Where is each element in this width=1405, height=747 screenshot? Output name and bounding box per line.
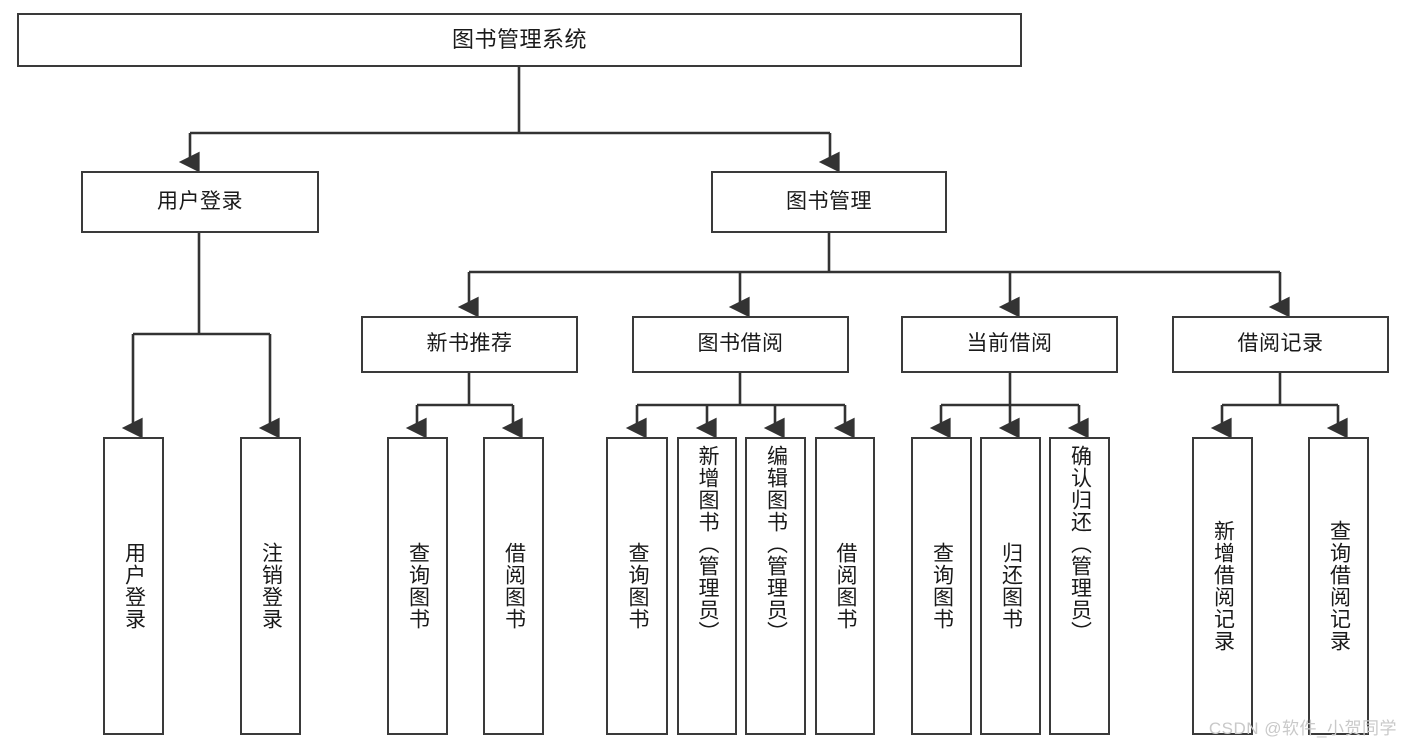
leaf-return-book[interactable]: 归还图书 <box>980 437 1041 735</box>
leaf-query-borrow-record[interactable]: 查询借阅记录 <box>1308 437 1369 735</box>
node-label: 新书推荐 <box>426 332 513 356</box>
leaf-query-book-recommend[interactable]: 查询图书 <box>387 437 448 735</box>
node-user-login[interactable]: 用户登录 <box>81 171 319 233</box>
node-label: 新增借阅记录 <box>1211 520 1235 652</box>
node-label: 查询图书 <box>930 542 954 630</box>
node-label: 图书管理 <box>786 189 872 213</box>
node-book-management[interactable]: 图书管理 <box>711 171 947 233</box>
node-label: 确认归还（管理员） <box>1068 445 1092 643</box>
node-label: 借阅图书 <box>834 542 858 630</box>
node-label: 用户登录 <box>157 189 243 213</box>
leaf-confirm-return-admin[interactable]: 确认归还（管理员） <box>1049 437 1110 735</box>
node-label: 用户登录 <box>122 542 146 630</box>
leaf-logout-login[interactable]: 注销登录 <box>240 437 301 735</box>
node-label: 当前借阅 <box>966 332 1053 356</box>
node-label: 查询借阅记录 <box>1327 520 1351 652</box>
leaf-edit-book-admin[interactable]: 编辑图书（管理员） <box>745 437 806 735</box>
node-label: 查询图书 <box>626 542 650 630</box>
node-current-borrow[interactable]: 当前借阅 <box>901 316 1118 373</box>
node-label: 新增图书（管理员） <box>696 445 720 643</box>
leaf-user-login[interactable]: 用户登录 <box>103 437 164 735</box>
node-new-book-recommend[interactable]: 新书推荐 <box>361 316 578 373</box>
node-label: 查询图书 <box>406 542 430 630</box>
node-label: 图书管理系统 <box>451 27 587 53</box>
leaf-borrow-book[interactable]: 借阅图书 <box>815 437 875 735</box>
watermark-text: CSDN @软件_小贺同学 <box>1208 719 1397 738</box>
node-label: 借阅图书 <box>502 542 526 630</box>
leaf-add-book-admin[interactable]: 新增图书（管理员） <box>677 437 737 735</box>
node-root-system[interactable]: 图书管理系统 <box>17 13 1022 67</box>
leaf-borrow-book-recommend[interactable]: 借阅图书 <box>483 437 544 735</box>
node-label: 编辑图书（管理员） <box>764 445 788 643</box>
node-borrow-record[interactable]: 借阅记录 <box>1172 316 1389 373</box>
node-label: 归还图书 <box>999 542 1023 630</box>
node-label: 借阅记录 <box>1237 332 1324 356</box>
node-book-borrow[interactable]: 图书借阅 <box>632 316 849 373</box>
leaf-query-book-borrow[interactable]: 查询图书 <box>606 437 668 735</box>
leaf-add-borrow-record[interactable]: 新增借阅记录 <box>1192 437 1253 735</box>
node-label: 图书借阅 <box>697 332 784 356</box>
leaf-query-book-current[interactable]: 查询图书 <box>911 437 972 735</box>
node-label: 注销登录 <box>259 542 283 630</box>
